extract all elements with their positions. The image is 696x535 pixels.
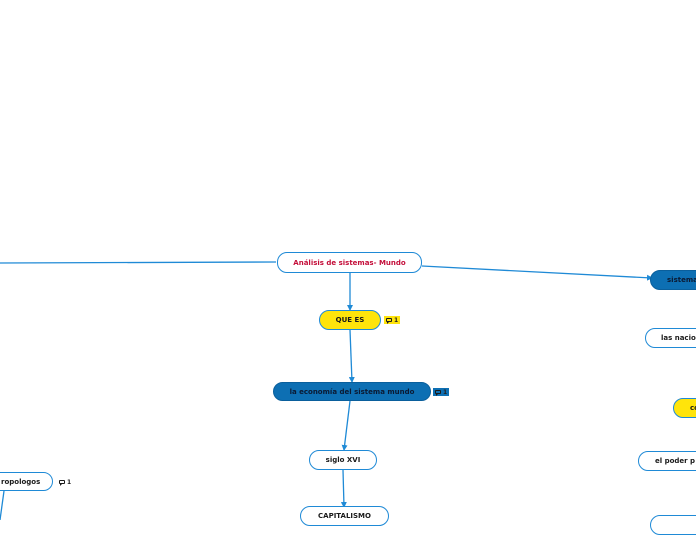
- connector-root-left: [0, 261, 277, 264]
- comment-count: 1: [67, 478, 72, 486]
- topic-economia[interactable]: la economía del sistema mundo: [273, 382, 431, 401]
- topic-sistema-label: sistema: [667, 276, 696, 284]
- connector-root-sistema: [421, 265, 653, 281]
- topic-co[interactable]: co: [673, 398, 696, 418]
- comment-icon: [435, 390, 441, 396]
- connector-antropologos-down: [0, 490, 5, 520]
- topic-poder-label: el poder p: [655, 457, 696, 465]
- topic-capitalismo[interactable]: CAPITALISMO: [300, 506, 389, 526]
- comment-icon: [59, 480, 65, 486]
- comment-badge-antropologos[interactable]: 1: [57, 478, 73, 486]
- topic-siglo-label: siglo XVI: [325, 456, 361, 464]
- comment-count: 1: [394, 316, 399, 324]
- topic-edge-bottom-right[interactable]: [650, 515, 696, 535]
- comment-badge-que-es[interactable]: 1: [384, 316, 401, 324]
- comment-icon: [386, 318, 392, 324]
- topic-sistema[interactable]: sistema: [650, 270, 696, 290]
- topic-capitalismo-label: CAPITALISMO: [318, 512, 371, 520]
- root-topic[interactable]: Análisis de sistemas- Mundo: [277, 252, 422, 273]
- topic-siglo[interactable]: siglo XVI: [309, 450, 377, 470]
- topic-co-label: co: [690, 404, 696, 412]
- comment-badge-economia[interactable]: 1: [433, 388, 450, 396]
- topic-economia-label: la economía del sistema mundo: [289, 387, 415, 396]
- topic-que-es[interactable]: QUE ES: [319, 310, 381, 330]
- topic-que-es-label: QUE ES: [335, 316, 365, 324]
- root-topic-label: Análisis de sistemas- Mundo: [293, 258, 406, 267]
- connector-que-es-economia: [348, 329, 355, 383]
- comment-count: 1: [443, 388, 448, 396]
- topic-naciones-label: las nacio: [661, 334, 696, 342]
- topic-antropologos-label: ropologos: [1, 477, 41, 486]
- connector-siglo-capitalismo: [340, 469, 347, 508]
- topic-poder[interactable]: el poder p: [638, 451, 696, 471]
- connector-layer: [0, 261, 653, 520]
- connector-economia-siglo: [341, 400, 351, 451]
- topic-antropologos[interactable]: ropologos: [0, 472, 53, 491]
- topic-naciones[interactable]: las nacio: [645, 328, 696, 348]
